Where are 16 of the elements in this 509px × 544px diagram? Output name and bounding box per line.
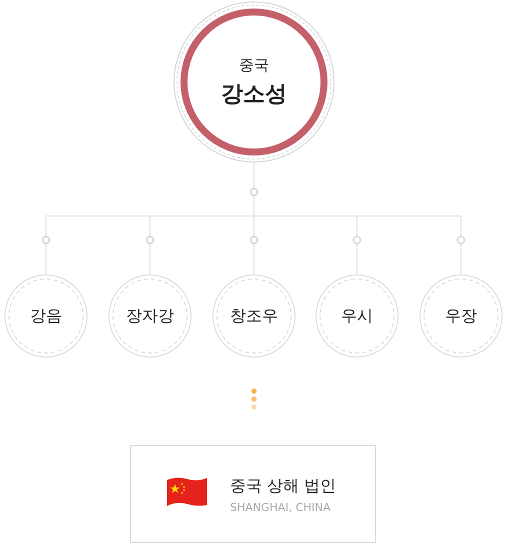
node-label: 강음 (30, 306, 62, 326)
office-card (130, 445, 376, 543)
office-location: SHANGHAI, CHINA (230, 501, 332, 514)
circle-node (211, 273, 297, 359)
node-label: 장자강 (126, 306, 174, 326)
office-name: 중국 상해 법인 (230, 476, 336, 497)
circle-node (107, 273, 193, 359)
circle-node (172, 0, 336, 164)
circle-node (418, 273, 504, 359)
node-label: 창조우 (230, 306, 278, 326)
node-label: 우장 (445, 306, 477, 326)
node-label: 강소성 (221, 80, 287, 108)
node-label: 중국 (239, 56, 269, 74)
circle-node (3, 273, 89, 359)
node-label: 우시 (341, 306, 373, 326)
circle-node (314, 273, 400, 359)
